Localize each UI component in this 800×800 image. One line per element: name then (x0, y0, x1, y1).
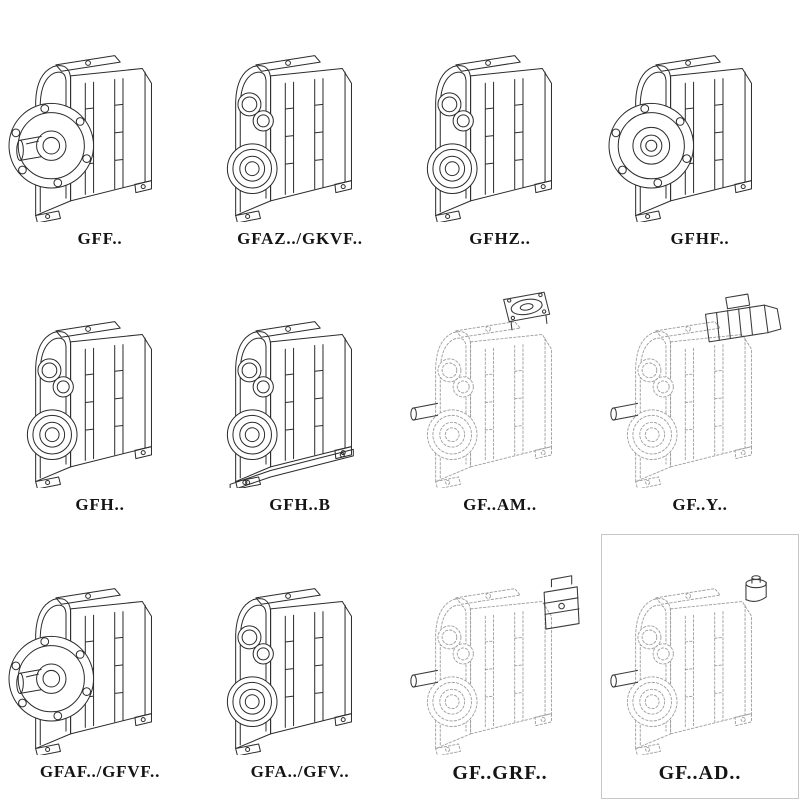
gfaf-gfvf-gearbox-drawing (8, 588, 152, 755)
gf-grf-gearbox-drawing (410, 575, 580, 755)
output-shaft-accent (610, 402, 639, 421)
catalog-cell-gf-y: GF..Y.. (600, 266, 800, 533)
motor-accent (704, 293, 782, 343)
gfhz-gearbox-drawing (426, 55, 552, 222)
catalog-cell-gff: GFF.. (0, 0, 200, 266)
model-label: GFH..B (269, 495, 331, 514)
input-adapter-accent (543, 575, 580, 630)
catalog-cell-gfhf: GFHF.. (600, 0, 800, 266)
catalog-cell-gfaz-gkvf: GFAZ../GKVF.. (200, 0, 400, 266)
output-shaft-accent (410, 669, 439, 688)
catalog-cell-gfaf-gfvf: GFAF../GFVF.. (0, 533, 200, 800)
model-label: GF..GRF.. (452, 762, 548, 784)
output-shaft-accent (610, 669, 639, 688)
catalog-cell-gfa-gfv: GFA../GFV.. (200, 533, 400, 800)
model-label: GFF.. (77, 229, 123, 248)
gfaz-gkvf-gearbox-drawing (226, 55, 352, 222)
model-label: GFAZ../GKVF.. (237, 229, 363, 248)
model-label: GF..Y.. (672, 495, 728, 514)
catalog-cell-gfhz: GFHZ.. (400, 0, 600, 266)
model-label: GFHF.. (670, 229, 730, 248)
gf-am-gearbox-drawing (410, 291, 552, 488)
catalog-cell-gf-grf: GF..GRF.. (400, 533, 600, 800)
gf-y-gearbox-drawing (610, 293, 782, 488)
catalog-cell-gf-ad: GF..AD.. (600, 533, 800, 800)
input-flange-accent (503, 291, 551, 331)
gf-ad-gearbox-drawing (610, 575, 767, 755)
model-label: GF..AD.. (658, 762, 742, 784)
model-label: GFHZ.. (469, 229, 531, 248)
catalog-cell-gf-am: GF..AM.. (400, 266, 600, 533)
model-label: GFA../GFV.. (250, 762, 350, 781)
gfh-gearbox-drawing (26, 321, 152, 488)
input-stub-accent (745, 575, 767, 602)
gfhf-gearbox-drawing (608, 55, 752, 222)
gfh-b-gearbox-drawing (226, 321, 354, 488)
catalog-cell-gfh-b: GFH..B (200, 266, 400, 533)
gfa-gfv-gearbox-drawing (226, 588, 352, 755)
catalog-cell-gfh: GFH.. (0, 266, 200, 533)
model-label: GFAF../GFVF.. (39, 762, 161, 781)
model-label: GFH.. (75, 495, 125, 514)
gff-gearbox-drawing (8, 55, 152, 222)
output-shaft-accent (410, 402, 439, 421)
model-label: GF..AM.. (463, 495, 537, 514)
